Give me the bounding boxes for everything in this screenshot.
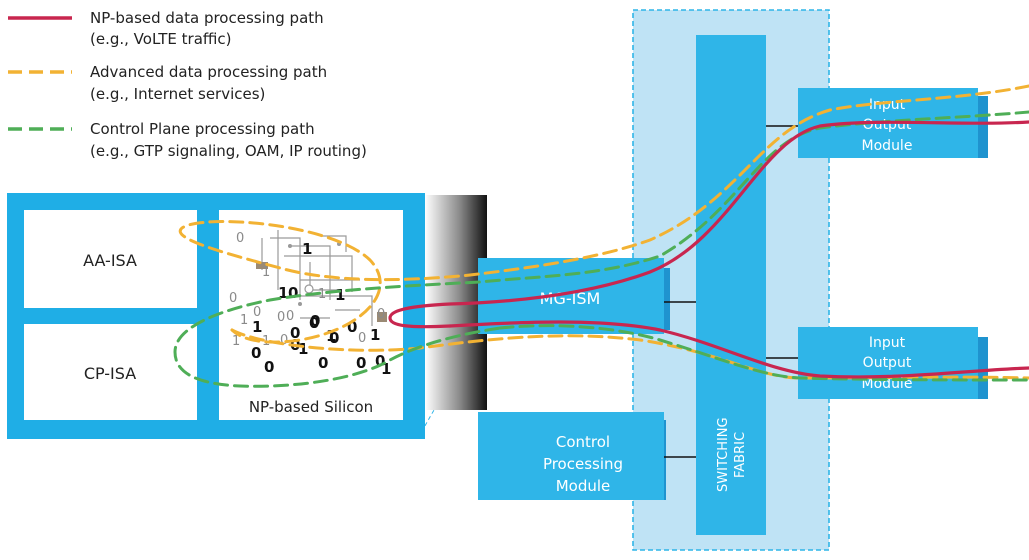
legend-advanced-title: Advanced data processing path — [90, 63, 327, 81]
switching-fabric-box — [696, 35, 766, 535]
cp-isa-label: CP-ISA — [84, 364, 136, 383]
iom-top-label-3: Module — [862, 138, 913, 154]
np-path-top — [388, 120, 1029, 329]
binary-digit: 1 — [232, 334, 240, 349]
control-module-label-3: Module — [556, 477, 611, 495]
binary-digit: 0 — [356, 354, 366, 372]
binary-digit: 1 — [252, 318, 262, 336]
binary-digit: 0 — [377, 307, 385, 322]
binary-digit: 1 — [381, 360, 391, 378]
binary-digit: 0 — [375, 352, 385, 370]
aa-isa-label: AA-ISA — [83, 251, 137, 270]
np-path-bottom — [448, 320, 1029, 379]
binary-digit: 0 — [264, 358, 274, 376]
switching-fabric-label-2: FABRIC — [733, 432, 748, 478]
binary-digit: 0 — [310, 312, 320, 330]
binary-digit: 1 — [240, 313, 248, 328]
binary-digit: 1 — [326, 327, 336, 345]
control-path-bottom — [498, 324, 1029, 382]
binary-digit: 0 — [290, 324, 300, 342]
binary-digit: 0 — [358, 331, 366, 346]
binary-digit: 0 — [236, 231, 244, 246]
legend-item-advanced-path: Advanced data processing path (e.g., Int… — [8, 63, 327, 103]
binary-digit: 1 — [262, 265, 270, 280]
binary-digit: 1 — [335, 286, 345, 304]
binary-digit: 0 — [329, 329, 339, 347]
iom-top-label-1: Input — [869, 97, 906, 113]
legend-control-example: (e.g., GTP signaling, OAM, IP routing) — [90, 142, 367, 160]
legend-item-control-path: Control Plane processing path (e.g., GTP… — [8, 120, 367, 160]
legend-np-example: (e.g., VoLTE traffic) — [90, 30, 232, 48]
processing-paths — [173, 84, 1029, 388]
circuit-illustration — [256, 230, 387, 326]
control-processing-module — [478, 412, 664, 500]
legend-np-title: NP-based data processing path — [90, 9, 324, 27]
control-module-label-1: Control — [556, 433, 610, 451]
iom-bottom-module — [798, 327, 978, 399]
control-module-label-2: Processing — [543, 455, 623, 473]
aa-isa-box — [24, 210, 197, 308]
legend-control-title: Control Plane processing path — [90, 120, 315, 138]
advanced-path-top — [178, 84, 1029, 344]
binary-digit: 1 — [302, 240, 312, 258]
binary-digit: 1 — [370, 326, 380, 344]
binary-digit: 0 — [318, 354, 328, 372]
iom-bottom-label-2: Output — [863, 355, 912, 371]
binary-digit: 1 — [278, 284, 288, 302]
binary-digit: 1 — [298, 340, 308, 358]
legend: NP-based data processing path (e.g., VoL… — [8, 9, 367, 160]
legend-advanced-example: (e.g., Internet services) — [90, 85, 265, 103]
control-path-top — [173, 110, 1029, 388]
binary-digit: 0 — [229, 291, 237, 306]
binary-digit: 0 — [309, 314, 319, 332]
binary-digit: 0 — [251, 344, 261, 362]
iom-bottom-label-1: Input — [869, 335, 906, 351]
np-silicon-label: NP-based Silicon — [249, 398, 373, 416]
binary-digit: 0 — [347, 318, 357, 336]
legend-item-np-path: NP-based data processing path (e.g., VoL… — [8, 9, 324, 48]
binary-digit: 0 — [288, 284, 298, 302]
binary-digit: 0 — [286, 309, 294, 324]
binary-digit: 0 — [280, 333, 288, 348]
binary-digit: 1 — [318, 287, 326, 302]
binary-digit: 0 — [277, 310, 285, 325]
switching-fabric-label-1: SWITCHING — [716, 417, 731, 492]
cp-isa-box — [24, 324, 197, 420]
binary-digit: 0 — [253, 305, 261, 320]
